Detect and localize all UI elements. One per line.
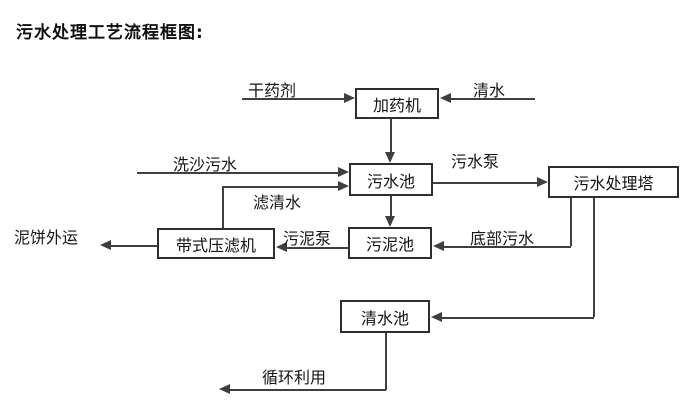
label-mud-cake-out: 泥饼外运 [14,228,79,247]
label-recycle-use: 循环利用 [262,368,327,387]
recycle-arrowhead-icon [219,384,230,394]
page-title: 污水处理工艺流程框图: [16,23,204,43]
clean-water-line [450,98,535,100]
sludge-pump-line [286,247,348,249]
node-dosing-machine: 加药机 [355,88,439,119]
tower-to-clean-line [441,317,594,319]
sand-washing-arrowhead-icon [338,167,349,177]
dosing-to-sewage-arrowhead-icon [385,152,395,163]
tower-to-clean-vline [593,198,595,317]
mud-cake-line [110,245,157,247]
node-clean-water-pool: 清水池 [340,300,430,333]
dry-agent-arrowhead-icon [344,93,355,103]
label-sewage-pump: 污水泵 [451,152,500,171]
node-sludge-pool: 污泥池 [348,227,432,259]
label-sludge-pump: 污泥泵 [283,229,332,248]
mud-cake-arrowhead-icon [100,240,111,250]
node-sewage-pool: 污水池 [349,163,433,196]
recycle-line [229,389,386,391]
node-belt-filter-press: 带式压滤机 [157,228,275,259]
label-dry-agent: 干药剂 [248,81,297,100]
tower-to-clean-arrowhead-icon [431,312,442,322]
sand-washing-line [137,172,339,174]
sludge-pump-arrowhead-icon [276,242,287,252]
clean-water-arrowhead-icon [440,93,451,103]
bottom-sewage-line [443,246,571,248]
filtered-water-vline [222,186,224,228]
sewage-pump-line [433,182,538,184]
filtered-water-line [222,186,339,188]
node-treatment-tower: 污水处理塔 [548,166,679,198]
sewage-pump-arrowhead-icon [537,177,548,187]
label-bottom-sewage: 底部污水 [470,229,535,248]
dry-agent-line [242,98,345,100]
label-filtered-water: 滤清水 [253,193,302,212]
bottom-sewage-vline [570,198,572,246]
filtered-water-arrowhead-icon [338,181,349,191]
label-clean-water: 清水 [473,81,506,100]
sewage-to-sludge-arrowhead-icon [385,216,395,227]
sewage-to-sludge-line [390,196,392,217]
recycle-vline [385,333,387,390]
label-sand-washing-sewage: 洗沙污水 [173,155,238,174]
bottom-sewage-arrowhead-icon [433,241,444,251]
dosing-to-sewage-line [390,119,392,154]
